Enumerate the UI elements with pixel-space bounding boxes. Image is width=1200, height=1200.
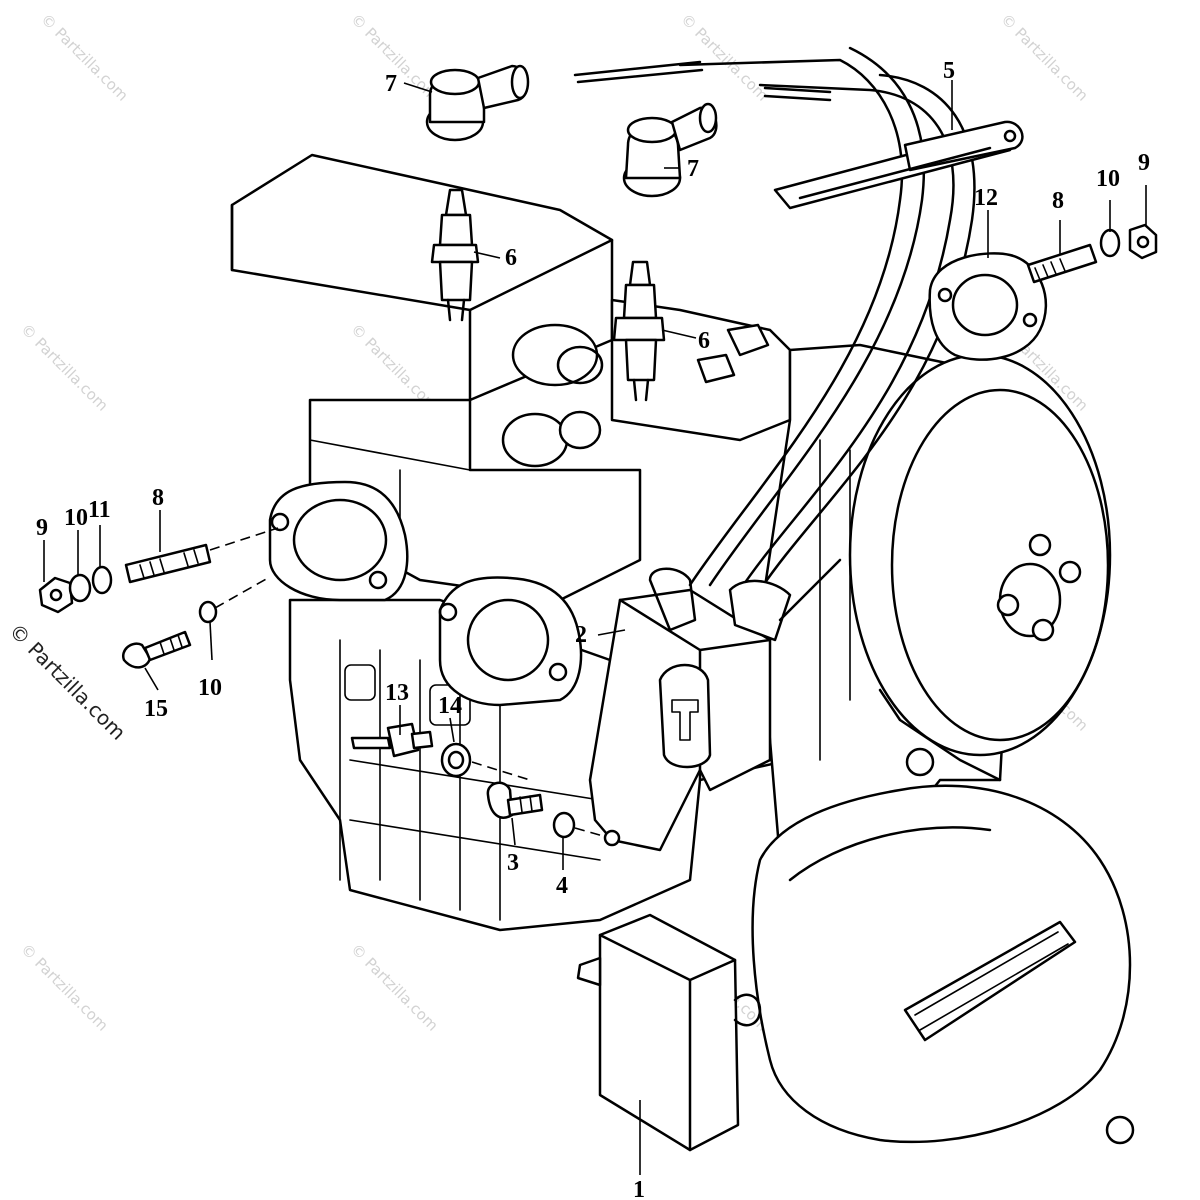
stud-left xyxy=(124,543,212,584)
callout-leaders xyxy=(43,80,1147,1175)
callout-12: 12 xyxy=(974,185,998,211)
head-bolt xyxy=(726,323,770,357)
washer xyxy=(603,829,621,847)
spark-plug xyxy=(430,188,480,322)
watermark-dark: © Partzilla.com xyxy=(4,619,130,745)
callout-11: 11 xyxy=(88,497,111,523)
callout-labels: 1 2 3 4 5 6 6 7 7 8 8 9 9 10 10 10 11 12… xyxy=(36,58,1150,1200)
watermark: © Partzilla.com xyxy=(17,320,112,415)
callout-7-rear-cap: 7 xyxy=(385,71,397,97)
callout-13: 13 xyxy=(385,680,409,706)
ground-strap xyxy=(773,120,1024,210)
callout-1: 1 xyxy=(633,1177,645,1200)
callout-14: 14 xyxy=(438,693,462,719)
callout-10-left-washer: 10 xyxy=(64,505,88,531)
sensor-gasket xyxy=(440,742,472,778)
nut-right xyxy=(1128,223,1158,260)
callout-9-left-nut: 9 xyxy=(36,515,48,541)
head-bolt xyxy=(696,353,736,384)
cover-emblem xyxy=(903,920,1077,1042)
spark-plug xyxy=(612,260,666,402)
callout-6-front-plug: 6 xyxy=(698,328,710,354)
cdi-unit xyxy=(576,913,762,1152)
callout-6-rear-plug: 6 xyxy=(505,245,517,271)
washer xyxy=(552,811,576,839)
callout-5: 5 xyxy=(943,58,955,84)
watermark: © Partzilla.com xyxy=(997,10,1092,105)
flywheel-bolt xyxy=(1031,618,1055,642)
cover-bolt xyxy=(905,747,935,777)
watermark: © Partzilla.com xyxy=(37,10,132,105)
nut-left xyxy=(38,576,74,614)
watermark: © Partzilla.com xyxy=(347,940,442,1035)
watermark: © Partzilla.com xyxy=(677,10,772,105)
callout-15: 15 xyxy=(144,696,168,722)
callout-8-right-stud: 8 xyxy=(1052,188,1064,214)
lock-washer xyxy=(198,600,218,624)
exhaust-gasket xyxy=(928,252,1048,361)
temperature-sensor xyxy=(350,722,434,758)
spark-plug-cap xyxy=(425,64,530,142)
stud-right xyxy=(1026,243,1098,284)
assembly-line xyxy=(214,577,269,609)
callout-8-left-stud: 8 xyxy=(152,485,164,511)
flywheel-bolt xyxy=(1028,533,1052,557)
callout-4: 4 xyxy=(556,873,568,899)
assembly-line xyxy=(471,761,531,781)
callout-3: 3 xyxy=(507,850,519,876)
assembly-line xyxy=(574,827,611,839)
cover-bolt xyxy=(1105,1115,1135,1145)
spark-plug-cap xyxy=(622,102,718,198)
callout-10-right-washer: 10 xyxy=(1096,166,1120,192)
callout-9-right-nut: 9 xyxy=(1138,150,1150,176)
ignition-coil xyxy=(588,567,772,852)
flywheel-bolt xyxy=(1058,560,1082,584)
callout-7-front-cap: 7 xyxy=(687,156,699,182)
intake-port xyxy=(501,412,569,468)
bolt-left xyxy=(121,630,192,669)
callout-2: 2 xyxy=(575,622,587,648)
flat-washer-left xyxy=(91,565,113,595)
watermark: © Partzilla.com xyxy=(17,940,112,1035)
exhaust-flange-center xyxy=(438,576,583,707)
callout-10-bolt-washer: 10 xyxy=(198,675,222,701)
washer-right xyxy=(1099,228,1121,258)
mounting-bolt xyxy=(486,781,544,819)
magneto-cover xyxy=(751,747,1135,1145)
coil-connector xyxy=(658,663,712,769)
flywheel-bolt xyxy=(996,593,1020,617)
washer-left xyxy=(68,573,92,603)
assembly-line xyxy=(209,527,279,551)
intake-port xyxy=(558,410,602,450)
flywheel-housing xyxy=(848,353,1112,782)
intake-port xyxy=(511,323,599,387)
